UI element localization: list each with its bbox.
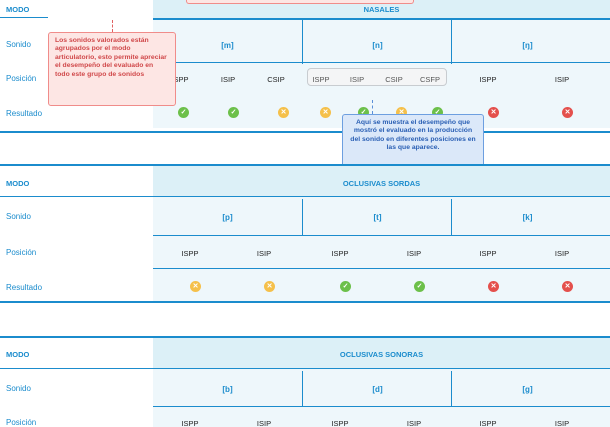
- sound-g: [g]: [522, 385, 533, 394]
- column-band: [153, 369, 610, 427]
- callout-top-note: [186, 0, 414, 4]
- group-title: NASALES: [363, 5, 400, 14]
- result-bad-icon: ✕: [488, 281, 499, 292]
- position-highlight: [307, 68, 447, 86]
- position: ISIP: [554, 419, 570, 427]
- result-partial-icon: ✕: [264, 281, 275, 292]
- mode-label: MODO: [6, 5, 30, 14]
- row-divider: [0, 368, 610, 369]
- position: ISIP: [349, 75, 365, 84]
- row-label-position: Posición: [6, 248, 37, 257]
- position: ISPP: [331, 249, 349, 258]
- header-band: [153, 337, 610, 369]
- row-divider: [153, 62, 610, 63]
- sound-eng: [ŋ]: [522, 41, 533, 50]
- position: ISPP: [331, 419, 349, 427]
- result-ok-icon: ✓: [432, 107, 443, 118]
- row-label-result: Resultado: [6, 109, 43, 118]
- result-ok-icon: ✓: [414, 281, 425, 292]
- row-label-sound: Sonido: [6, 40, 31, 49]
- result-ok-icon: ✓: [358, 107, 369, 118]
- position: ISIP: [554, 249, 570, 258]
- position: ISIP: [256, 249, 272, 258]
- sound-separator: [451, 20, 452, 64]
- sound-d: [d]: [372, 385, 383, 394]
- group-title: OCLUSIVAS SORDAS: [342, 179, 421, 188]
- result-ok-icon: ✓: [178, 107, 189, 118]
- section-divider: [0, 164, 610, 166]
- position: ISPP: [312, 75, 330, 84]
- column-band: [153, 197, 610, 301]
- position: ISPP: [181, 419, 199, 427]
- sound-k: [k]: [522, 213, 533, 222]
- position: ISIP: [554, 75, 570, 84]
- position: CSIP: [267, 75, 285, 84]
- result-ok-icon: ✓: [340, 281, 351, 292]
- sound-t: [t]: [373, 213, 382, 222]
- row-divider: [153, 235, 610, 236]
- row-label-sound: Sonido: [6, 384, 31, 393]
- row-label-result: Resultado: [6, 283, 43, 292]
- section-divider: [0, 336, 610, 338]
- sound-separator: [302, 199, 303, 235]
- mode-label: MODO: [6, 350, 30, 359]
- position: ISPP: [171, 75, 189, 84]
- position: CSFP: [419, 75, 440, 84]
- position: ISPP: [181, 249, 199, 258]
- callout-grouping-note: Los sonidos valorados están agrupados po…: [48, 32, 176, 106]
- position: ISIP: [220, 75, 236, 84]
- row-label-position: Posición: [6, 74, 37, 83]
- result-partial-icon: ✕: [396, 107, 407, 118]
- divider: [153, 18, 610, 20]
- mode-underline: [0, 17, 48, 18]
- sound-separator: [451, 199, 452, 235]
- result-bad-icon: ✕: [562, 281, 573, 292]
- position: ISIP: [406, 249, 422, 258]
- sound-m: [m]: [221, 41, 234, 50]
- result-ok-icon: ✓: [228, 107, 239, 118]
- result-bad-icon: ✕: [562, 107, 573, 118]
- sound-n: [n]: [372, 41, 383, 50]
- section-divider: [0, 301, 610, 303]
- result-partial-icon: ✕: [278, 107, 289, 118]
- result-partial-icon: ✕: [190, 281, 201, 292]
- position: ISPP: [479, 249, 497, 258]
- group-title: OCLUSIVAS SONORAS: [339, 350, 424, 359]
- sound-separator: [451, 371, 452, 407]
- sound-separator: [302, 371, 303, 407]
- callout-connector: [372, 100, 373, 114]
- header-band: [153, 0, 610, 18]
- row-label-sound: Sonido: [6, 212, 31, 221]
- result-partial-icon: ✕: [320, 107, 331, 118]
- sound-p: [p]: [222, 213, 233, 222]
- position: ISPP: [479, 419, 497, 427]
- sound-separator: [302, 20, 303, 64]
- row-divider: [153, 268, 610, 269]
- row-divider: [153, 406, 610, 407]
- position: CSIP: [385, 75, 403, 84]
- position: ISIP: [256, 419, 272, 427]
- sound-b: [b]: [222, 385, 233, 394]
- position: ISPP: [479, 75, 497, 84]
- header-band: [153, 165, 610, 197]
- position: ISIP: [406, 419, 422, 427]
- section-divider: [0, 131, 610, 133]
- callout-connector: [112, 20, 113, 32]
- row-divider: [0, 196, 610, 197]
- row-label-position: Posición: [6, 418, 37, 427]
- mode-label: MODO: [6, 179, 30, 188]
- result-bad-icon: ✕: [488, 107, 499, 118]
